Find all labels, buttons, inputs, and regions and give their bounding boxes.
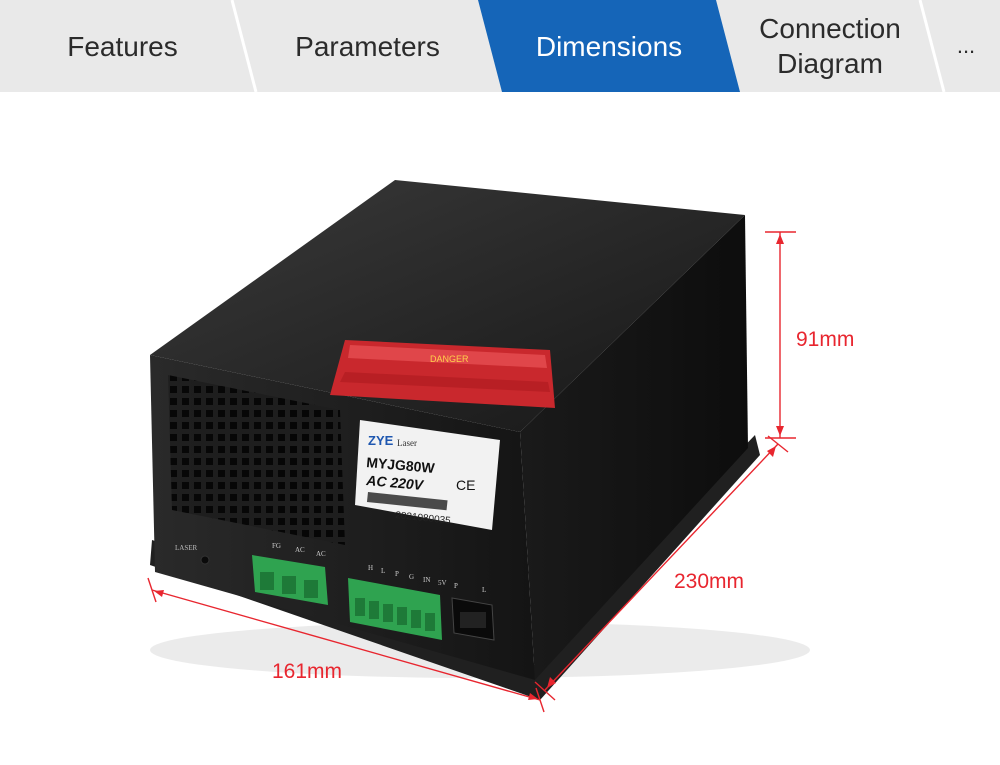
tab-features-label: Features — [67, 30, 178, 62]
svg-text:L: L — [381, 567, 385, 575]
tab-parameters-label: Parameters — [295, 30, 440, 62]
warning-title: DANGER — [430, 354, 469, 364]
width-dimension-label: 161mm — [272, 660, 343, 683]
svg-text:AC: AC — [316, 550, 326, 558]
barcode — [366, 492, 448, 511]
tab-bar-background — [0, 0, 1000, 92]
model-text: MYJG80W — [366, 454, 436, 476]
tab-connection-diagram-label-line1: Connection — [759, 13, 901, 44]
voltage-text: AC 220V — [365, 472, 426, 493]
product-dimensions-view: DANGER ZYE Laser MYJG80W AC 220V CE 2021… — [0, 92, 1000, 765]
tab-dimensions[interactable]: Dimensions — [490, 0, 728, 92]
svg-text:FG: FG — [272, 542, 281, 550]
svg-text:5V: 5V — [438, 579, 447, 587]
laser-indicator — [200, 555, 210, 565]
height-dimension-line — [765, 231, 796, 439]
brand-text: ZYE — [368, 433, 394, 448]
terminal-block-signal: H L P G IN 5V — [348, 564, 447, 640]
depth-dimension-line — [534, 435, 789, 701]
ce-mark: CE — [456, 477, 475, 493]
svg-text:P: P — [454, 582, 458, 590]
width-dimension-line — [147, 577, 545, 713]
tab-connection-diagram-label-line2: Diagram — [777, 48, 883, 79]
tab-parameters[interactable]: Parameters — [245, 0, 490, 92]
tab-dimensions-label: Dimensions — [535, 30, 683, 62]
svg-text:P: P — [395, 570, 399, 578]
svg-text:G: G — [409, 573, 414, 581]
tab-connection-diagram[interactable]: Connection Diagram — [728, 0, 932, 92]
box-top — [150, 180, 745, 432]
height-dimension-label: 91mm — [796, 328, 855, 351]
warning-sticker: DANGER — [330, 340, 555, 408]
depth-dimension-label: 230mm — [674, 570, 745, 593]
network-port: P L — [451, 582, 495, 641]
tab-bar: Features Parameters Dimensions Connectio… — [0, 0, 1000, 92]
laser-label: LASER — [175, 544, 198, 552]
tab-more-label: ... — [956, 33, 976, 59]
svg-text:L: L — [482, 586, 486, 594]
svg-text:IN: IN — [423, 576, 430, 584]
svg-text:AC: AC — [295, 546, 305, 554]
laser-power-supply-image: DANGER ZYE Laser MYJG80W AC 220V CE 2021… — [147, 180, 810, 713]
active-tab-shape — [478, 0, 740, 92]
tab-features[interactable]: Features — [0, 0, 245, 92]
terminal-block-ac: FG AC AC — [252, 542, 328, 605]
tab-more[interactable]: ... — [932, 0, 1000, 92]
box-right-side — [520, 215, 748, 680]
vent-grid — [168, 375, 345, 545]
svg-text:H: H — [368, 564, 373, 572]
brand-suffix: Laser — [397, 438, 417, 448]
